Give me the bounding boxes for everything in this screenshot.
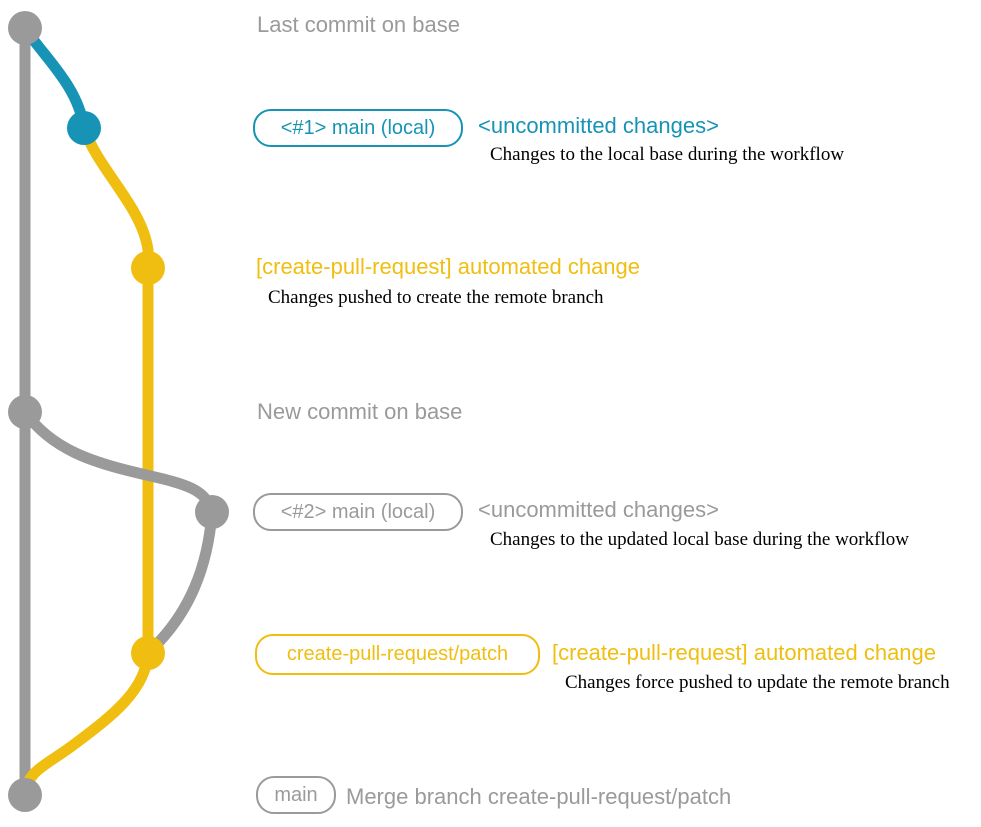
uncommitted-changes-node-1 [67, 111, 101, 145]
automated-change-node-1 [131, 251, 165, 285]
branch-badge-create-pull-request-patch: create-pull-request/patch [255, 634, 540, 675]
branch-badge-main-local-2: <#2> main (local) [253, 493, 463, 531]
heading-uncommitted-changes-1: <uncommitted changes> [478, 113, 719, 138]
branch-badge-main-local-1: <#1> main (local) [253, 109, 463, 147]
heading-merge-branch: Merge branch create-pull-request/patch [346, 784, 732, 809]
merge-commit-node [8, 778, 42, 812]
automated-change-node-2 [131, 636, 165, 670]
last-base-commit-node [8, 11, 42, 45]
branch-badge-main: main [256, 776, 336, 814]
force-push-line [142, 506, 218, 659]
local-main-branch-line [19, 22, 90, 134]
commit-graph [8, 11, 229, 812]
updated-local-branch-line [19, 406, 218, 518]
uncommitted-changes-node-2 [195, 495, 229, 529]
description-updated-local-base-changes: Changes to the updated local base during… [490, 529, 909, 550]
heading-uncommitted-changes-2: <uncommitted changes> [478, 497, 719, 522]
heading-automated-change-1: [create-pull-request] automated change [256, 254, 641, 279]
annotation-new-commit-on-base: New commit on base [257, 399, 463, 424]
create-pull-request-branch-line [19, 122, 154, 801]
annotation-last-commit-on-base: Last commit on base [257, 12, 460, 37]
new-base-commit-node [8, 395, 42, 429]
description-force-pushed-update: Changes force pushed to update the remot… [565, 672, 950, 693]
description-local-base-changes: Changes to the local base during the wor… [490, 144, 845, 165]
description-pushed-to-create-branch: Changes pushed to create the remote bran… [268, 287, 604, 308]
heading-automated-change-2: [create-pull-request] automated change [552, 640, 937, 665]
